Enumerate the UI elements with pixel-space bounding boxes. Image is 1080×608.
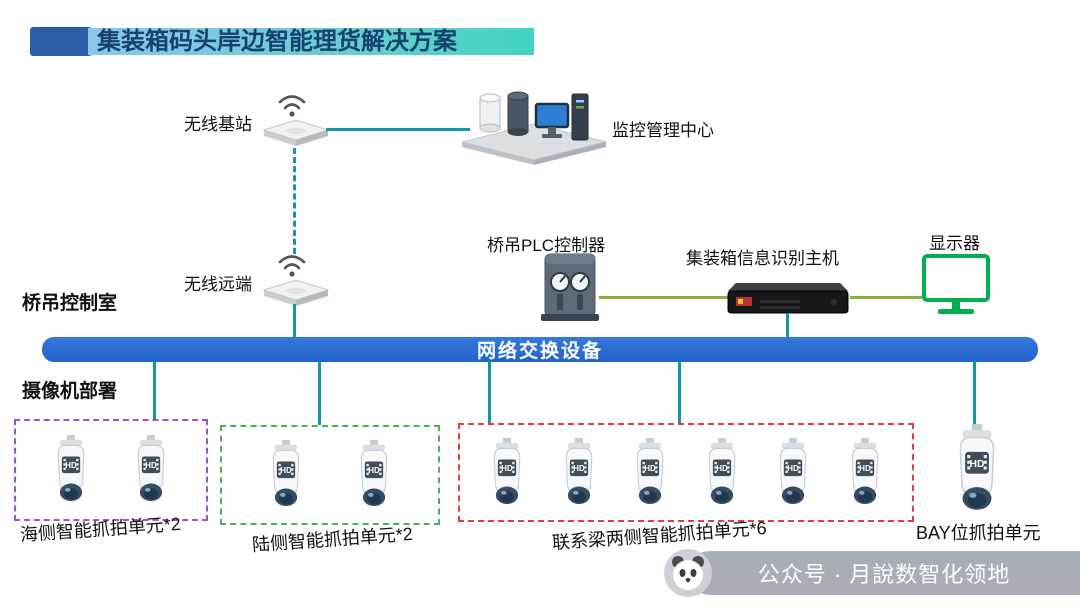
line-switch-to-beam-2 (678, 361, 681, 423)
dome-camera-icon (483, 438, 531, 508)
wireless-base-label: 无线基站 (184, 115, 252, 134)
line-host-to-switch (786, 313, 789, 337)
dome-camera-icon (47, 435, 95, 505)
host-device-icon (727, 283, 849, 314)
dome-camera-icon (626, 438, 674, 508)
dome-camera-icon (769, 438, 817, 508)
page-title: 集装箱码头岸边智能理货解决方案 (97, 28, 457, 55)
land-side-group-label: 陆侧智能抓拍单元*2 (251, 523, 414, 555)
line-switch-to-land (318, 361, 321, 425)
dome-camera-icon (555, 438, 603, 508)
dome-camera-icon (127, 435, 175, 505)
watermark-badge: 公众号 · 月說数智化领地 (688, 551, 1080, 595)
bay-group-label: BAY位抓拍单元 (916, 523, 1041, 543)
dome-camera-icon (350, 440, 398, 510)
header-accent-block (30, 27, 92, 56)
dome-camera-icon (841, 438, 889, 508)
line-host-to-display (850, 296, 922, 299)
camera-deployment-label: 摄像机部署 (22, 381, 118, 402)
wireless-ap-icon (258, 252, 334, 308)
watermark-text: 公众号 · 月說数智化领地 (757, 562, 1011, 587)
dome-camera-icon (946, 424, 1008, 515)
beam-sides-group-box (458, 423, 914, 522)
header-gradient-bar (88, 28, 534, 55)
line-base-to-center (326, 128, 470, 131)
dome-camera-icon (698, 438, 746, 508)
network-switch-bar: 网络交换设备 (42, 337, 1038, 362)
dome-camera-icon (262, 440, 310, 510)
wireless-link-dashed-line (293, 148, 296, 254)
line-switch-to-sea (153, 361, 156, 419)
wireless-remote-label: 无线远端 (184, 275, 252, 294)
sea-side-group-box (14, 419, 208, 521)
plc-label: 桥吊PLC控制器 (487, 236, 606, 255)
line-switch-to-bay (973, 361, 976, 426)
host-label: 集装箱信息识别主机 (686, 249, 839, 268)
plc-device-icon (541, 253, 599, 321)
display-label: 显示器 (929, 234, 980, 253)
crane-room-label: 桥吊控制室 (22, 293, 118, 314)
line-switch-to-beam-1 (488, 361, 491, 423)
panda-logo-icon (664, 549, 712, 597)
server-group-icon (461, 91, 607, 165)
land-side-group-box (220, 425, 440, 525)
monitor-icon (922, 254, 990, 314)
wireless-ap-icon (258, 92, 334, 148)
line-remote-to-switch (293, 304, 296, 338)
monitoring-center-label: 监控管理中心 (612, 121, 714, 140)
line-plc-to-host (599, 296, 728, 299)
